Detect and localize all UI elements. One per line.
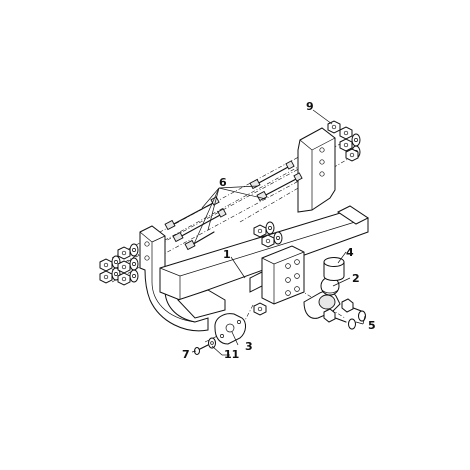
nut xyxy=(253,302,267,316)
washer xyxy=(129,269,139,283)
callout-11: 11 xyxy=(224,348,239,361)
nut xyxy=(345,148,359,162)
nut xyxy=(117,246,131,260)
long-bolt xyxy=(172,208,227,243)
washer xyxy=(129,257,139,271)
ball-bolt-washer xyxy=(348,310,366,330)
ball-bolts xyxy=(323,298,366,330)
washer xyxy=(351,133,361,147)
nut xyxy=(327,120,341,134)
nut xyxy=(117,272,131,286)
centre-mount-plate xyxy=(249,245,305,305)
socket-washer xyxy=(208,337,216,349)
callout-2: 2 xyxy=(352,272,360,285)
nut xyxy=(253,224,267,238)
nut xyxy=(339,138,353,152)
nut xyxy=(339,126,353,140)
right-side-bracket xyxy=(297,127,336,213)
ball-cover xyxy=(323,257,345,281)
callout-7: 7 xyxy=(182,348,190,361)
left-side-bracket xyxy=(139,225,209,332)
ball-bolt xyxy=(323,308,347,323)
callout-3: 3 xyxy=(245,340,253,353)
callouts: 1 2 3 4 5 6 7 9 11 xyxy=(182,100,376,361)
nut xyxy=(99,258,113,272)
callout-1: 1 xyxy=(223,248,231,261)
washer xyxy=(129,243,139,257)
long-bolts-group xyxy=(164,160,303,251)
long-bolt xyxy=(164,196,220,231)
main-crossbar xyxy=(159,205,369,319)
washer xyxy=(273,231,283,245)
callout-6: 6 xyxy=(219,176,227,189)
callout-5: 5 xyxy=(368,319,376,332)
long-bolt xyxy=(256,172,303,202)
socket-plate xyxy=(214,313,246,345)
nut xyxy=(261,234,275,248)
centre-fastener-stack xyxy=(253,221,283,316)
left-fastener-stack xyxy=(99,243,139,286)
callout-4: 4 xyxy=(346,246,354,259)
nut xyxy=(117,260,131,274)
right-fastener-stack xyxy=(327,120,361,162)
ball-bolt xyxy=(341,298,365,313)
leader-lines xyxy=(191,109,366,356)
washer xyxy=(265,221,275,235)
nut xyxy=(99,270,113,284)
socket-screw xyxy=(194,344,209,355)
callout-9: 9 xyxy=(306,100,314,113)
